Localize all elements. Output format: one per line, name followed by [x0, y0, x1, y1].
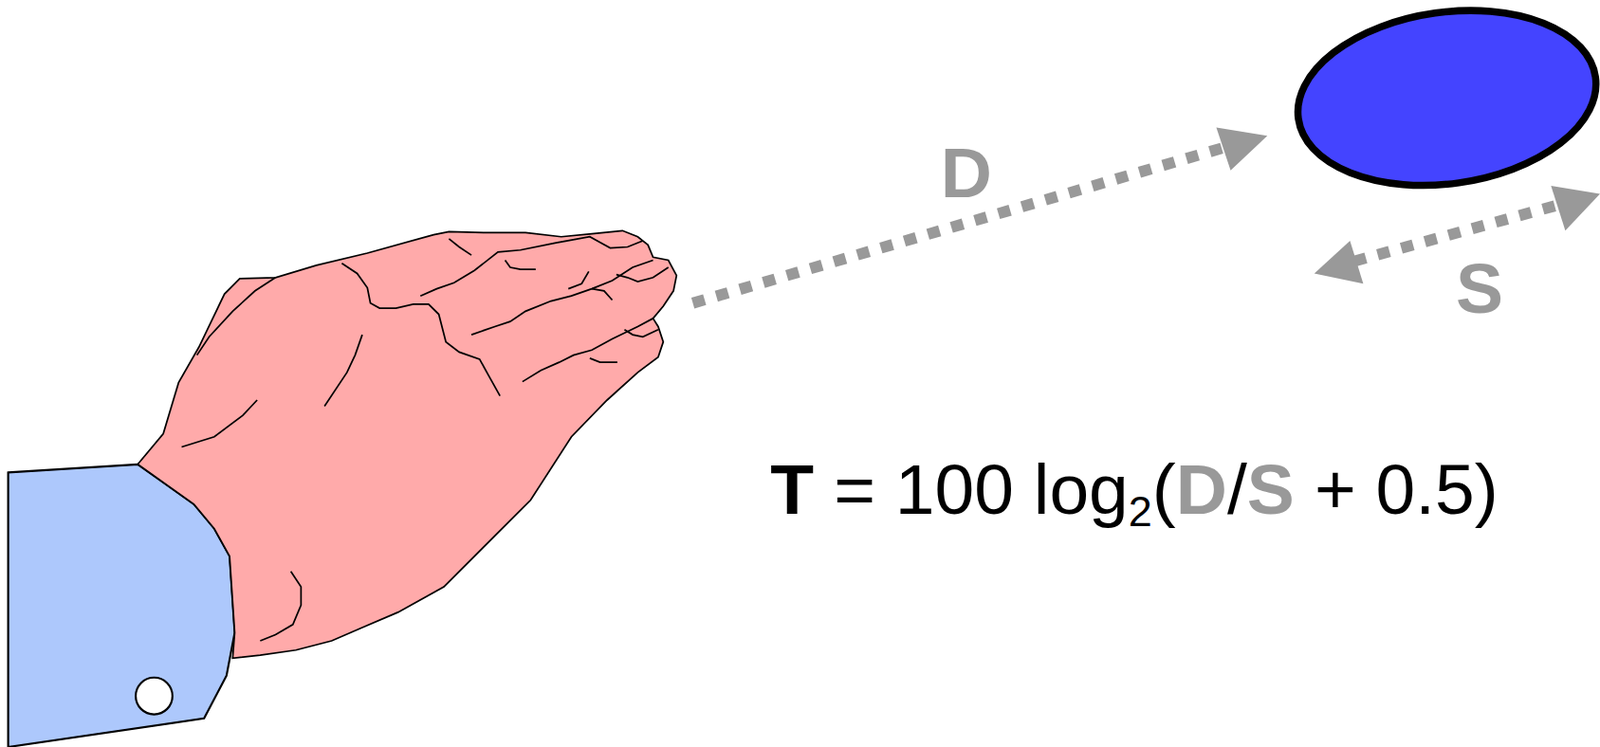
finger-line: [568, 271, 589, 289]
arrowhead: [1314, 240, 1364, 284]
formula-variable: S: [1247, 454, 1295, 526]
finger-line: [471, 260, 654, 336]
finger-line: [591, 289, 613, 301]
distance-arrow: [693, 128, 1269, 304]
arrowhead: [1550, 185, 1600, 231]
formula-variable: T: [770, 454, 814, 526]
formula-text: + 0.5): [1314, 454, 1499, 526]
formula-slash: /: [1227, 454, 1248, 526]
crease: [259, 571, 301, 642]
crease: [324, 334, 363, 406]
finger-line: [197, 277, 276, 356]
finger-line: [420, 237, 644, 296]
hand-outline: [137, 230, 677, 659]
formula-text: = 100 log: [833, 454, 1129, 526]
distance-label: D: [940, 137, 993, 209]
finger-line: [505, 260, 536, 271]
formula-paren: (: [1152, 454, 1177, 526]
formula: T= 100 log2(D/S+ 0.5): [770, 454, 1498, 526]
finger-line: [589, 358, 618, 363]
crease: [182, 400, 258, 448]
formula-variable: D: [1176, 454, 1228, 526]
cuff-button: [135, 678, 173, 716]
formula-subscript: 2: [1128, 490, 1153, 534]
size-label: S: [1455, 253, 1504, 325]
finger-line: [448, 239, 472, 256]
hand: [137, 230, 677, 659]
finger-line: [341, 263, 500, 397]
finger-line: [616, 267, 669, 282]
finger-line: [624, 330, 659, 338]
target-ellipse: [1286, 0, 1600, 204]
finger-line: [522, 318, 654, 383]
arrowhead: [1215, 128, 1268, 171]
